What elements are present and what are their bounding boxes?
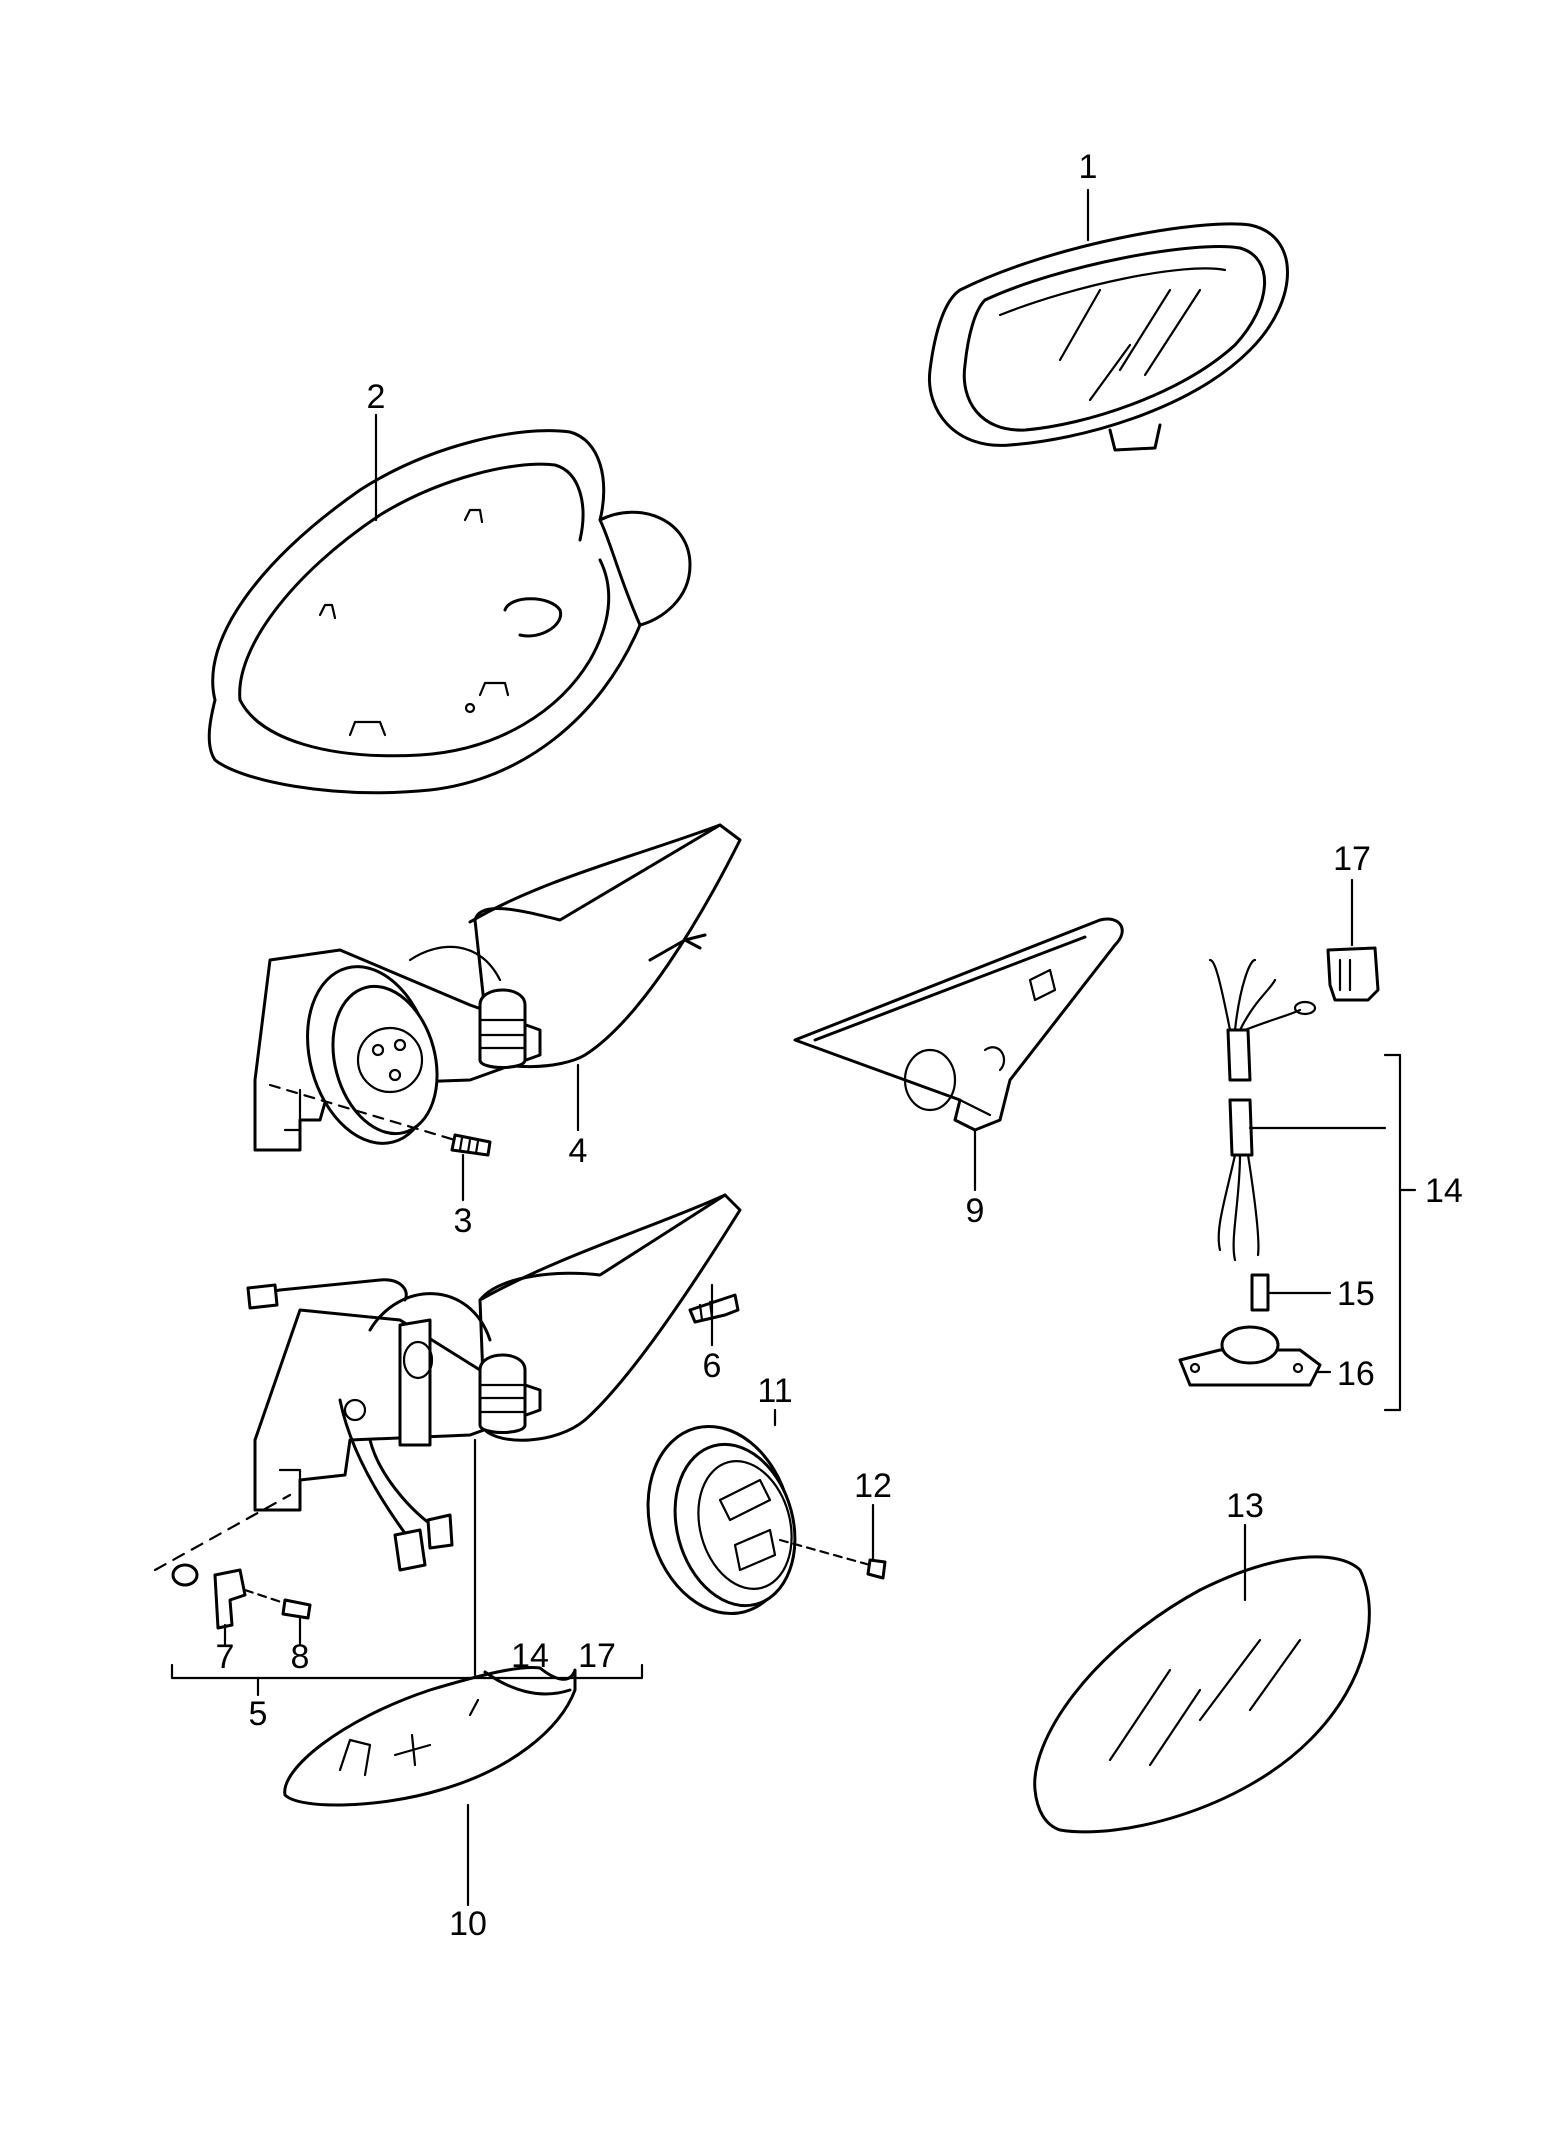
leader-lines — [170, 188, 1417, 1907]
part-11-motor — [646, 1424, 797, 1616]
callout-17: 17 — [1333, 840, 1371, 878]
callout-1: 1 — [1079, 148, 1098, 186]
callout-8: 8 — [291, 1638, 310, 1676]
callout-2: 2 — [367, 378, 386, 416]
callout-11: 11 — [757, 1372, 792, 1410]
callout-9: 9 — [966, 1192, 985, 1230]
part-5-mirror-assembly — [246, 1193, 742, 1572]
part-12-screw — [778, 1538, 887, 1580]
part-16-bulb-holder — [1178, 1325, 1322, 1387]
callout-15: 15 — [1337, 1275, 1375, 1313]
callout-10: 10 — [449, 1905, 487, 1943]
part-2-mirror-housing — [207, 429, 692, 795]
part-4-mirror-base — [253, 823, 742, 1152]
part-6-screw — [688, 1293, 740, 1324]
callout-14: 14 — [1425, 1172, 1463, 1210]
part-13-mirror-glass — [1033, 1555, 1371, 1834]
callout-numbers: 1 2 3 4 5 6 7 8 9 10 11 12 13 14 14 15 1… — [216, 148, 1463, 1943]
callout-6: 6 — [703, 1347, 722, 1385]
part-10-lower-cover — [283, 1665, 577, 1807]
part-3-screw — [268, 1083, 492, 1157]
callout-13: 13 — [1226, 1487, 1264, 1525]
callout-4: 4 — [569, 1132, 588, 1170]
part-1-interior-mirror — [927, 222, 1289, 452]
callout-17-sub: 17 — [578, 1637, 616, 1675]
callout-12: 12 — [854, 1467, 892, 1505]
part-14-15-17-wiring — [1208, 946, 1380, 1312]
part-9-triangle-trim — [793, 917, 1124, 1132]
callout-14-sub: 14 — [511, 1637, 549, 1675]
callout-5: 5 — [249, 1695, 268, 1733]
callout-16: 16 — [1337, 1355, 1375, 1393]
part-7-8-clip-screw — [153, 1493, 312, 1630]
callout-3: 3 — [454, 1202, 473, 1240]
callout-7: 7 — [216, 1638, 235, 1676]
